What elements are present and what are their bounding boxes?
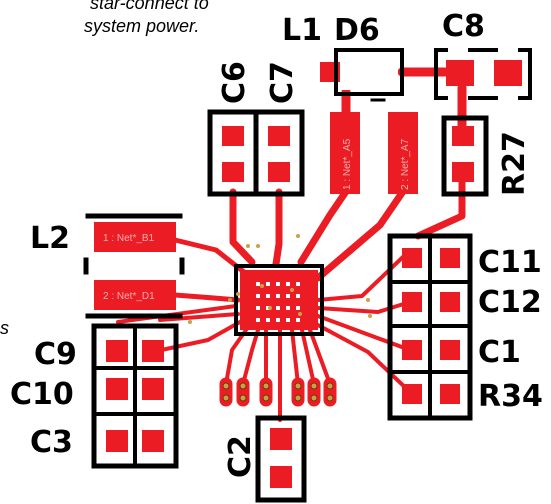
label-l1: L1 [282, 13, 322, 48]
label-c11: C11 [478, 245, 542, 280]
c10-pad-2 [142, 378, 164, 400]
label-d6: D6 [334, 13, 380, 48]
l1-pin2-label: 2 : Net*_A7 [400, 138, 411, 190]
l1-pad-2 [388, 112, 418, 194]
l2-pad-1 [94, 222, 176, 252]
c6-pad-1 [222, 126, 244, 146]
via-row [219, 377, 337, 407]
label-c2: C2 [223, 435, 258, 478]
l2-pin1-label: 1 : Net*_B1 [103, 233, 155, 244]
label-c9: C9 [34, 337, 77, 372]
c10-pad-1 [106, 378, 128, 400]
d6-outline [334, 48, 404, 96]
c2-pad-2 [270, 466, 292, 488]
c12-pad-2 [440, 292, 460, 312]
label-c12: C12 [478, 285, 542, 320]
c3-pad-2 [142, 430, 164, 452]
c12-pad-1 [402, 292, 422, 312]
c11-pad-2 [440, 248, 460, 268]
l1-pad-1 [330, 112, 360, 194]
annotation-notes: star-connect to system power. s [0, 0, 209, 338]
pad-text: 1 : Net*_B1 2 : Net*_D1 1 : Net*_A5 2 : … [103, 138, 411, 302]
star-connect-note-line2: system power. [84, 16, 199, 36]
c9-pad-2 [142, 340, 164, 362]
r27-pad-1 [452, 126, 474, 146]
c1-pad-2 [440, 340, 460, 360]
c3-pad-1 [106, 430, 128, 452]
c8-pad-2 [494, 60, 522, 86]
c1-pad-1 [402, 340, 422, 360]
r27-pad-2 [452, 162, 474, 182]
star-connect-note-line1: star-connect to [90, 0, 209, 13]
silkscreen-outlines [83, 48, 532, 503]
label-c10: C10 [10, 377, 74, 412]
l2-pad-2 [94, 280, 176, 310]
ic-outline [234, 264, 324, 336]
label-r34: R34 [478, 379, 543, 414]
qfn-ic [188, 234, 372, 336]
label-c8: C8 [442, 9, 485, 44]
l2-pin2-label: 2 : Net*_D1 [103, 291, 155, 302]
c2-pad-1 [270, 428, 292, 450]
designator-labels: L1 D6 C8 C6 C7 R27 L2 C11 C12 C1 R34 C9 … [10, 9, 543, 478]
label-c7: C7 [265, 61, 300, 104]
copper-pads [94, 60, 522, 488]
c11-pad-1 [402, 248, 422, 268]
label-r27: R27 [497, 131, 532, 196]
c7-pad-1 [268, 126, 290, 146]
l1-pin1-label: 1 : Net*_A5 [342, 138, 353, 190]
label-c3: C3 [30, 425, 73, 460]
c9-pad-1 [106, 340, 128, 362]
c7-pad-2 [268, 162, 290, 182]
c6-pad-2 [222, 162, 244, 182]
label-c1: C1 [478, 335, 521, 370]
left-note-fragment: s [0, 318, 9, 338]
r34-pad-2 [440, 384, 460, 404]
label-c6: C6 [217, 61, 252, 104]
label-l2: L2 [30, 221, 70, 256]
c8-pad-1 [446, 60, 474, 86]
r34-pad-1 [402, 384, 422, 404]
d6-pad-1 [320, 62, 346, 82]
